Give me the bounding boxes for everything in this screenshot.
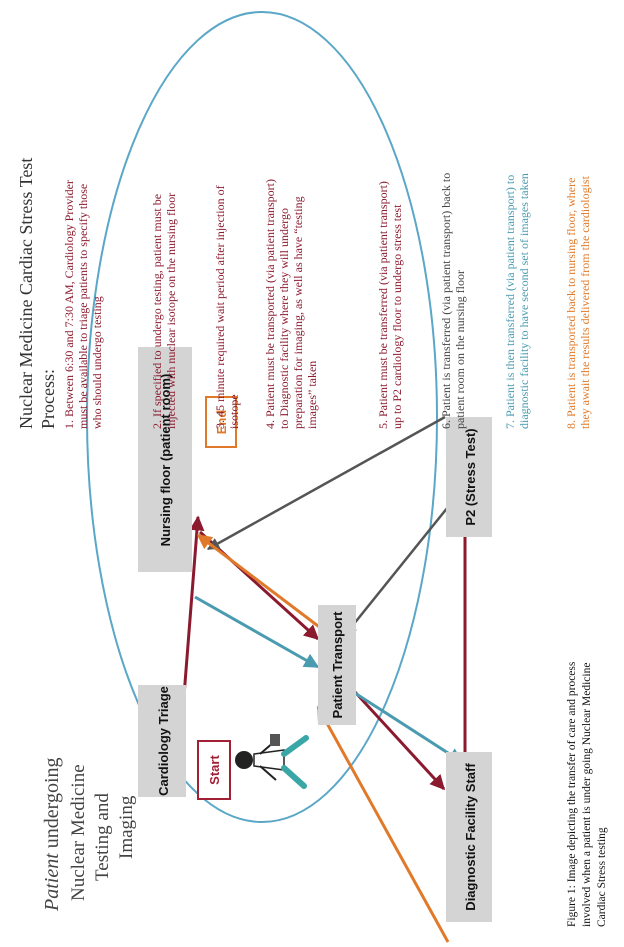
process-step-7: 7. Patient is then transferred (via pati… <box>503 173 531 429</box>
process-step-8: 8. Patient is transported back to nursin… <box>564 175 592 429</box>
process-step-2-line: injected with nuclear isotope on the nur… <box>164 193 178 429</box>
header-line1: Patient undergoing <box>41 758 63 913</box>
process-step-5: 5. Patient must be transferred (via pati… <box>376 181 404 429</box>
node-cardiology-triage: Cardiology Triage <box>138 685 186 797</box>
node-diagnostic-staff-label: Diagnostic Facility Staff <box>463 763 478 911</box>
flow-diagram: Cardiology Triage Nursing floor (patient… <box>86 11 492 943</box>
header-line3: Testing and <box>92 793 113 881</box>
header-patient-word: Patient <box>41 853 63 912</box>
arrow-p2-to-nursing <box>206 415 446 551</box>
node-diagnostic-staff: Diagnostic Facility Staff <box>446 752 492 922</box>
arrow-transport-to-nursing-orange <box>196 533 323 631</box>
header-line4: Imaging <box>116 795 137 859</box>
node-patient-transport-label: Patient Transport <box>330 611 345 719</box>
caption-line2: involved when a patient is under going N… <box>581 663 593 927</box>
end-marker: End <box>205 396 237 448</box>
header-line2: Nuclear Medicine <box>68 764 89 901</box>
process-step-4-line: to Diagnostic facility where they will u… <box>277 208 291 429</box>
header-line1-rest: undergoing <box>41 758 63 854</box>
process-panel: Nuclear Medicine Cardiac Stress Test Pro… <box>16 158 592 429</box>
process-title-line1: Nuclear Medicine Cardiac Stress Test <box>16 158 36 429</box>
process-step-3: 3. 45 minute required wait period after … <box>213 185 241 429</box>
node-patient-transport: Patient Transport <box>318 605 356 725</box>
end-label: End <box>214 410 229 435</box>
process-step-5-line: up to P2 cardiology floor to undergo str… <box>390 204 404 429</box>
process-step-3-line: isotope <box>227 394 241 429</box>
header: Patient undergoing Nuclear Medicine Test… <box>41 758 137 913</box>
process-step-4: 4. Patient must be transported (via pati… <box>263 179 319 429</box>
process-step-3-line: 3. 45 minute required wait period after … <box>213 185 227 429</box>
caption-line1: Figure 1: Image depicting the transfer o… <box>566 661 578 927</box>
process-step-7-line: 7. Patient is then transferred (via pati… <box>503 175 517 429</box>
arrow-nursing-to-transport-teal <box>194 595 320 669</box>
process-step-1-line: who should undergo testing <box>90 296 104 429</box>
cycle-ellipse <box>86 11 438 823</box>
arrow-nursing-to-transport <box>198 530 320 641</box>
process-step-5-line: 5. Patient must be transferred (via pati… <box>376 181 390 429</box>
caption-line3: Cardiac Stress testing <box>596 827 608 927</box>
arrow-transport-to-diagnostic <box>353 690 446 791</box>
process-title-line2: Process: <box>38 369 58 429</box>
process-step-1-line: must be available to triage patients to … <box>76 184 90 429</box>
node-p2-stress-label: P2 (Stress Test) <box>463 428 478 525</box>
process-step-6: 6. Patient is transferred (via patient t… <box>439 173 467 429</box>
process-step-4-line: 4. Patient must be transported (via pati… <box>263 179 277 429</box>
process-step-4-line: images” taken <box>305 361 319 429</box>
node-nursing-floor-label: Nursing floor (patient room) <box>158 374 173 547</box>
arrow-diagnostic-to-transport-orange <box>316 705 450 943</box>
process-step-6-line: 6. Patient is transferred (via patient t… <box>439 173 453 429</box>
process-steps: 1. Between 6:30 and 7:30 AM, Cardiology … <box>62 173 592 429</box>
node-cardiology-triage-label: Cardiology Triage <box>156 686 171 796</box>
process-step-1: 1. Between 6:30 and 7:30 AM, Cardiology … <box>62 180 104 429</box>
process-step-7-line: diagnostic facility to have second set o… <box>517 173 531 429</box>
process-step-6-line: patient room on the nursing floor <box>453 270 467 429</box>
rotated-slide: Patient undergoing Nuclear Medicine Test… <box>16 11 608 943</box>
process-step-2: 2. If specified to undergo testing, pati… <box>150 193 178 429</box>
start-marker: Start <box>197 740 231 800</box>
walking-person-icon <box>235 734 309 789</box>
process-step-8-line: 8. Patient is transported back to nursin… <box>564 178 578 429</box>
process-step-2-line: 2. If specified to undergo testing, pati… <box>150 194 164 429</box>
arrow-p2-to-transport <box>344 506 449 636</box>
process-step-4-line: preparation for imaging, as well as have… <box>291 196 305 429</box>
start-label: Start <box>207 755 222 785</box>
process-step-8-line: they await the results delivered from th… <box>578 175 592 429</box>
node-nursing-floor: Nursing floor (patient room) <box>138 347 192 572</box>
node-p2-stress: P2 (Stress Test) <box>446 417 492 537</box>
process-step-1-line: 1. Between 6:30 and 7:30 AM, Cardiology … <box>62 180 76 429</box>
figure-caption: Figure 1: Image depicting the transfer o… <box>566 661 608 927</box>
